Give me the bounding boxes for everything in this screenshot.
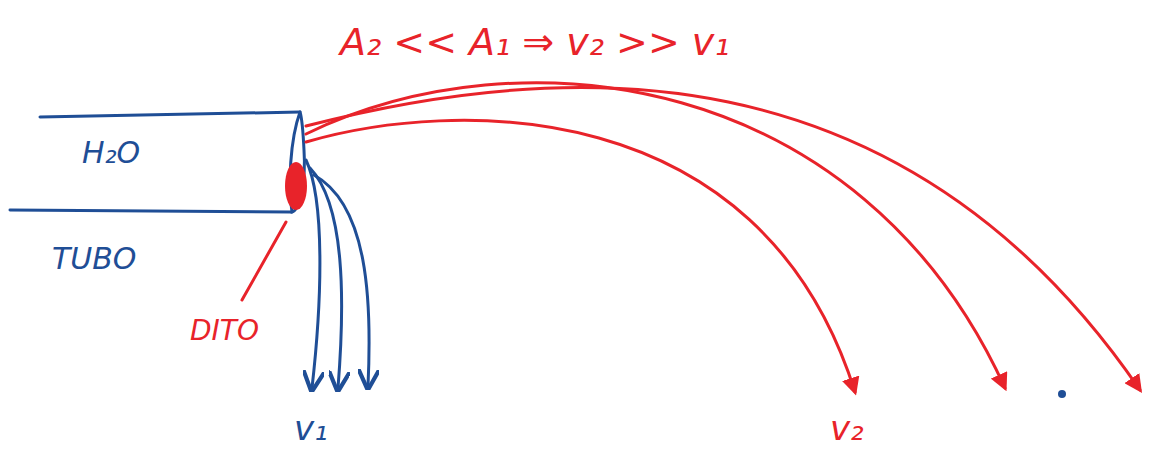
velocity-label: v₂ — [830, 410, 864, 447]
water-stream — [310, 168, 342, 388]
water-jet — [306, 83, 1005, 388]
water-stream — [314, 175, 369, 386]
tube — [10, 112, 304, 212]
finger-blob — [285, 162, 307, 210]
water-jet — [306, 87, 1140, 390]
tube-wall — [40, 112, 300, 117]
water-jet — [306, 120, 855, 392]
part-name: TUBO — [52, 242, 136, 275]
tube-wall — [10, 210, 292, 212]
substance-label: H₂O — [82, 136, 140, 169]
slow-streams — [306, 160, 369, 388]
velocity-label: v₁ — [294, 410, 328, 447]
fast-streams — [306, 83, 1140, 392]
dot — [1058, 390, 1066, 398]
leader-line — [242, 222, 286, 300]
water-stream — [306, 160, 320, 388]
part-name: DITO — [190, 316, 259, 347]
formula: A₂ << A₁ ⇒ v₂ >> v₁ — [340, 22, 730, 64]
